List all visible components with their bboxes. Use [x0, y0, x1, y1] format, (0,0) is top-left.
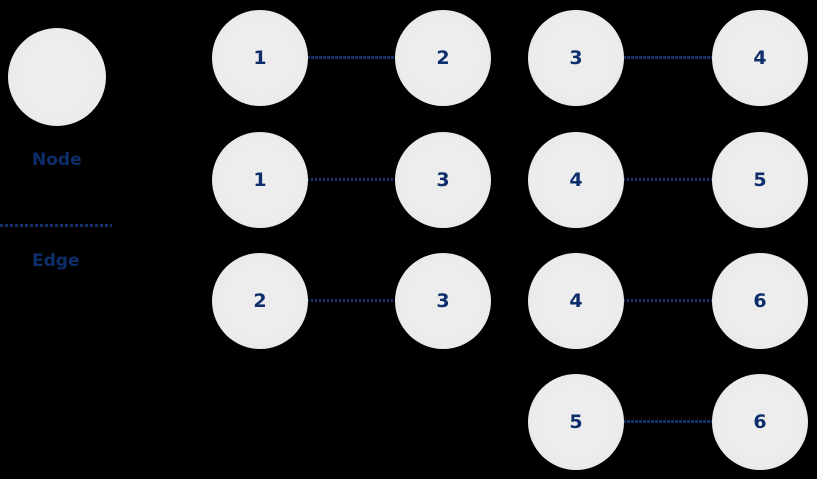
node-6-r4[interactable]: 6 [712, 374, 808, 470]
node-5-r2[interactable]: 5 [712, 132, 808, 228]
node-label: 6 [753, 289, 767, 312]
node-label: 1 [253, 46, 267, 69]
node-4-r3[interactable]: 4 [528, 253, 624, 349]
node-3-r1[interactable]: 3 [528, 10, 624, 106]
node-2-r3[interactable]: 2 [212, 253, 308, 349]
node-5-r4[interactable]: 5 [528, 374, 624, 470]
node-label: 3 [569, 46, 583, 69]
edge-4-5 [611, 178, 731, 181]
legend-edge-label: Edge [32, 251, 80, 271]
edge-4-6 [611, 299, 731, 302]
legend-node-circle-icon [8, 28, 106, 126]
node-3-r3[interactable]: 3 [395, 253, 491, 349]
node-label: 1 [253, 168, 267, 191]
node-1-r1[interactable]: 1 [212, 10, 308, 106]
node-2-r1[interactable]: 2 [395, 10, 491, 106]
node-6-r3[interactable]: 6 [712, 253, 808, 349]
node-label: 3 [436, 168, 450, 191]
node-label: 3 [436, 289, 450, 312]
edge-2-3 [295, 299, 415, 302]
node-label: 4 [569, 168, 583, 191]
node-4-r1[interactable]: 4 [712, 10, 808, 106]
node-label: 5 [753, 168, 767, 191]
node-3-r2[interactable]: 3 [395, 132, 491, 228]
node-1-r2[interactable]: 1 [212, 132, 308, 228]
node-4-r2[interactable]: 4 [528, 132, 624, 228]
node-label: 5 [569, 410, 583, 433]
node-label: 2 [436, 46, 450, 69]
node-label: 4 [753, 46, 767, 69]
legend-edge-dotted-line-icon [0, 224, 112, 227]
edge-1-2 [303, 56, 407, 59]
node-label: 2 [253, 289, 267, 312]
node-label: 6 [753, 410, 767, 433]
edge-1-3 [295, 178, 415, 181]
node-label: 4 [569, 289, 583, 312]
edge-3-4 [619, 56, 723, 59]
edge-5-6 [619, 420, 723, 423]
legend-node-label: Node [32, 150, 82, 170]
